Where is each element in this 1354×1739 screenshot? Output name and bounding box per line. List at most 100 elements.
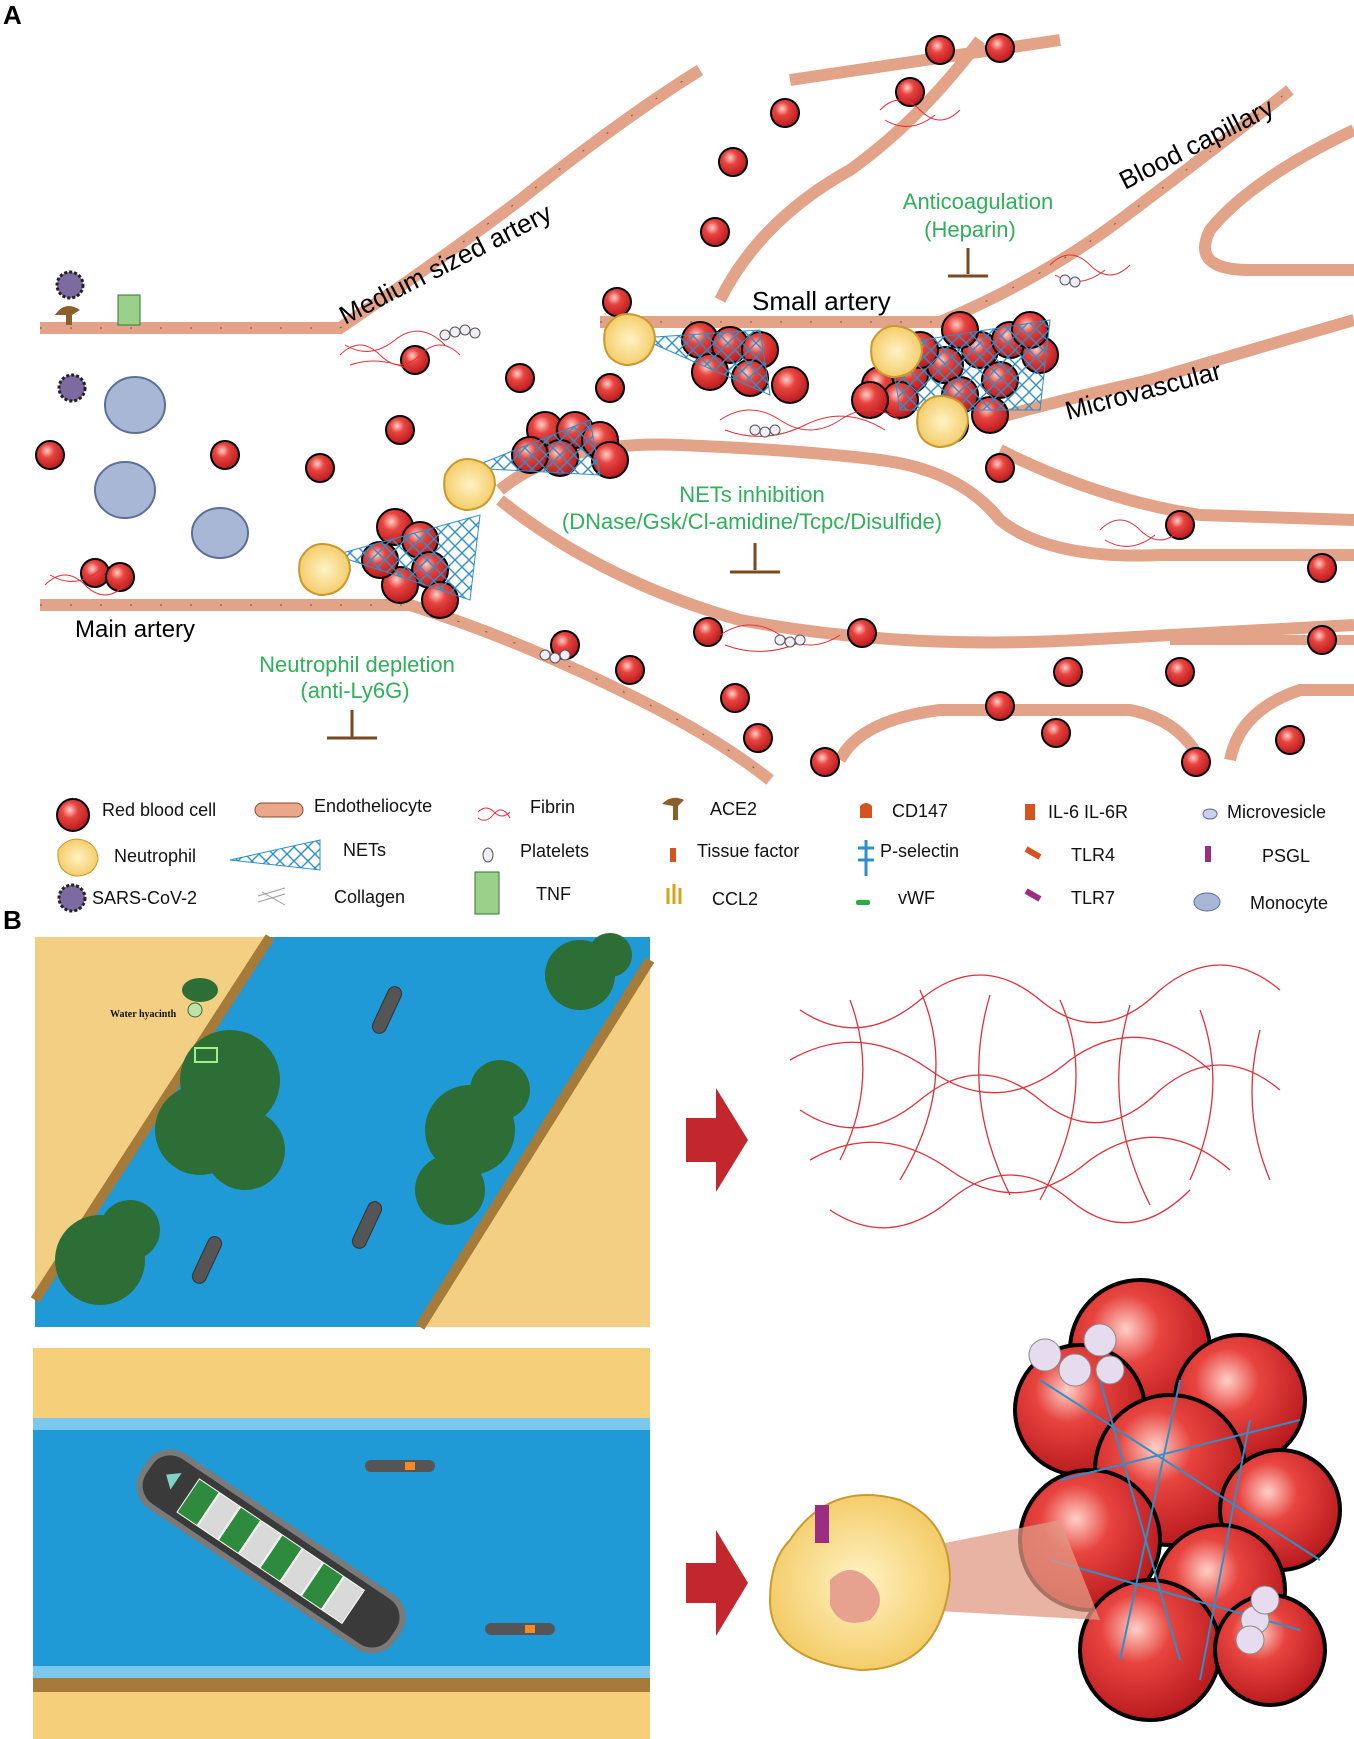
nets-fiber <box>889 319 1051 411</box>
red-blood-cell <box>1307 625 1337 655</box>
nets-fiber <box>639 329 771 396</box>
canal-water-hyacinth <box>30 933 655 1330</box>
red-blood-cell <box>595 373 625 403</box>
red-blood-cell <box>743 723 773 753</box>
legend-tissue-factor-icon <box>670 848 676 862</box>
vessel-label-main: Main artery <box>75 616 195 643</box>
nets-inhibit-title: NETs inhibition <box>679 482 825 507</box>
red-blood-cell <box>693 617 723 647</box>
red-blood-cell <box>80 558 110 588</box>
legend-monocyte-icon <box>1193 892 1221 912</box>
vessel-label-capillary: Blood capillary <box>1114 92 1278 195</box>
nets-inhibit-drugs: (DNase/Gsk/Cl-amidine/Tcpc/Disulfide) <box>562 509 942 534</box>
nets-clot-zoom <box>768 1278 1342 1722</box>
red-blood-cell <box>602 287 632 317</box>
sars-cov-2-icon <box>55 270 85 300</box>
legend-neutrophil-icon <box>57 838 99 877</box>
red-blood-cell <box>985 33 1015 63</box>
legend-psgl: PSGL <box>1262 846 1310 866</box>
neutrophil <box>443 458 497 512</box>
fibrin-patch <box>1099 519 1181 547</box>
red-blood-cell <box>770 98 800 128</box>
red-blood-cell <box>105 562 135 592</box>
panel-label-b: B <box>3 905 22 935</box>
fibrin-patch <box>719 409 901 437</box>
red-blood-cell <box>210 440 240 470</box>
red-blood-cell <box>1165 510 1195 540</box>
tnf-icon <box>117 294 141 326</box>
red-blood-cell <box>985 453 1015 483</box>
receptor-glyphs <box>55 270 249 559</box>
vessel-label-small: Small artery <box>752 286 891 316</box>
legend-neutrophil: Neutrophil <box>114 846 196 866</box>
red-blood-cell <box>1053 657 1083 687</box>
fibrin-patch <box>44 569 126 596</box>
red-blood-cell <box>35 440 65 470</box>
legend-il6: IL-6 IL-6R <box>1048 802 1128 822</box>
legend-rbc: Red blood cell <box>102 800 216 820</box>
red-blood-cell <box>925 35 955 65</box>
legend-fibrin-icon <box>477 807 511 821</box>
neutro-depletion-drug: (anti-Ly6G) <box>300 678 409 703</box>
neutrophil <box>603 313 657 367</box>
legend-sars-icon <box>57 883 87 913</box>
neutrophil <box>916 395 970 449</box>
legend-collagen: Collagen <box>334 887 405 907</box>
red-blood-cell <box>1307 553 1337 583</box>
anticoag-drug: (Heparin) <box>924 217 1016 242</box>
legend-microvesicle: Microvesicle <box>1227 802 1326 822</box>
red-blood-cell <box>985 691 1015 721</box>
inhibition-bar-neutrophil <box>327 710 377 740</box>
legend-tlr7-icon <box>1024 888 1042 902</box>
red-blood-cell <box>720 683 750 713</box>
legend-microvesicle-icon <box>1202 808 1218 820</box>
legend-tissue-factor: Tissue factor <box>697 841 799 861</box>
legend-ccl2-icon <box>666 884 682 904</box>
sars-cov-2-icon <box>57 373 87 403</box>
red-blood-cell <box>718 147 748 177</box>
nets-fiber <box>469 419 601 476</box>
neutro-depletion-title: Neutrophil depletion <box>259 652 455 677</box>
legend-collagen-icon <box>257 887 286 906</box>
legend-monocyte: Monocyte <box>1250 893 1328 913</box>
red-blood-cell <box>305 453 335 483</box>
arrow-right-icon <box>686 1088 748 1192</box>
ace2-icon <box>55 306 80 325</box>
panel-label-a: A <box>3 0 22 30</box>
fibrin-patch <box>879 99 961 127</box>
red-blood-cell <box>385 415 415 445</box>
monocyte-icon <box>191 507 249 559</box>
red-blood-cell <box>1275 725 1305 755</box>
legend-fibrin: Fibrin <box>530 797 575 817</box>
fibrin-mesh <box>789 964 1281 1229</box>
vessel-label-micro: Microvascular <box>1062 355 1225 426</box>
red-blood-cell <box>1181 747 1211 777</box>
legend-tlr4: TLR4 <box>1071 845 1115 865</box>
red-blood-cell <box>1165 657 1195 687</box>
legend-ccl2: CCL2 <box>712 889 758 909</box>
inhibition-bar-nets <box>730 543 780 574</box>
legend-ace2: ACE2 <box>710 799 757 819</box>
vessel-label-medium: Medium sized artery <box>334 197 556 330</box>
nets-fiber <box>333 514 481 601</box>
red-blood-cell <box>810 747 840 777</box>
neutrophil <box>870 325 924 379</box>
anticoag-title: Anticoagulation <box>903 189 1053 214</box>
legend-cd147-icon <box>860 803 872 818</box>
legend-tnf: TNF <box>536 884 571 904</box>
neutrophil <box>298 543 352 597</box>
red-blood-cell <box>895 77 925 107</box>
legend-endothelial-icon <box>254 802 304 818</box>
monocyte-icon <box>104 376 166 434</box>
legend-tlr7: TLR7 <box>1071 888 1115 908</box>
legend-cd147: CD147 <box>892 801 948 821</box>
red-blood-cell <box>847 618 877 648</box>
legend-rbc-icon <box>56 798 90 832</box>
inhibition-bar-heparin <box>948 248 988 278</box>
red-blood-cell <box>1041 718 1071 748</box>
legend-nets-icon <box>229 839 321 871</box>
fibrin-patch <box>339 330 461 371</box>
legend-platelets: Platelets <box>520 841 589 861</box>
arrow-right-icon <box>686 1530 748 1636</box>
legend-psgl-icon <box>1205 846 1211 862</box>
